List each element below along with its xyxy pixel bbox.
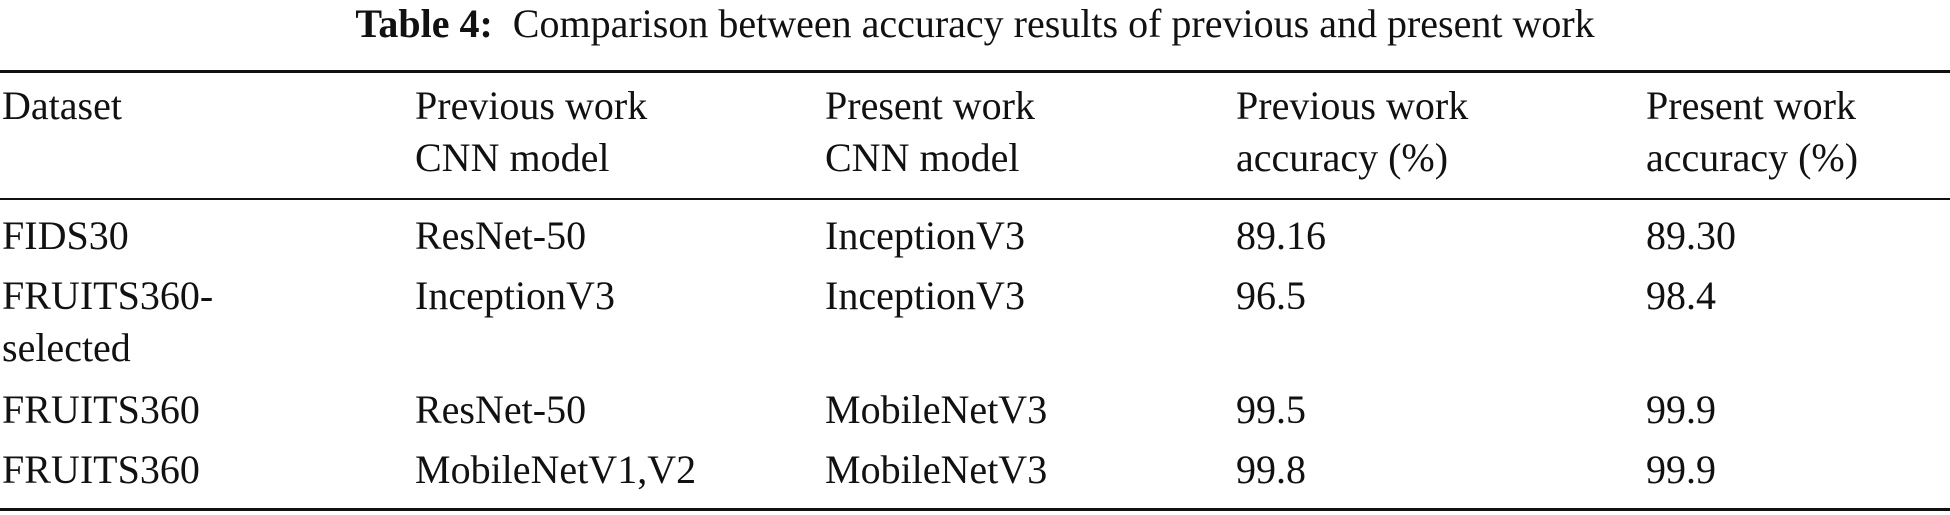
cell-present-accuracy: 89.30 bbox=[1646, 213, 1736, 258]
cell-previous-accuracy: 89.16 bbox=[1236, 213, 1326, 258]
cell-present-model: InceptionV3 bbox=[825, 213, 1025, 258]
cell-present-model: MobileNetV3 bbox=[825, 387, 1048, 432]
header-previous-model: Previous work CNN model bbox=[415, 83, 648, 180]
table-caption-label: Table 4: bbox=[355, 1, 493, 46]
header-present-model: Present work CNN model bbox=[825, 83, 1035, 180]
header-dataset: Dataset bbox=[2, 83, 122, 128]
cell-previous-accuracy: 96.5 bbox=[1236, 273, 1306, 318]
table-bottom-rule bbox=[0, 508, 1950, 511]
cell-previous-model: ResNet-50 bbox=[415, 387, 587, 432]
cell-present-accuracy: 98.4 bbox=[1646, 273, 1716, 318]
cell-previous-accuracy: 99.5 bbox=[1236, 387, 1306, 432]
cell-dataset: FRUITS360- selected bbox=[2, 273, 214, 370]
cell-present-model: MobileNetV3 bbox=[825, 447, 1048, 492]
cell-dataset: FRUITS360 bbox=[2, 387, 200, 432]
table-caption: Table 4: Comparison between accuracy res… bbox=[0, 2, 1950, 46]
cell-present-model: InceptionV3 bbox=[825, 273, 1025, 318]
table-header-rule bbox=[0, 198, 1950, 200]
table-top-rule bbox=[0, 70, 1950, 73]
cell-present-accuracy: 99.9 bbox=[1646, 447, 1716, 492]
cell-present-accuracy: 99.9 bbox=[1646, 387, 1716, 432]
cell-previous-model: MobileNetV1,V2 bbox=[415, 447, 697, 492]
table-caption-text: Comparison between accuracy results of p… bbox=[512, 1, 1595, 46]
header-present-accuracy: Present work accuracy (%) bbox=[1646, 83, 1859, 180]
cell-previous-accuracy: 99.8 bbox=[1236, 447, 1306, 492]
cell-previous-model: InceptionV3 bbox=[415, 273, 615, 318]
header-previous-accuracy: Previous work accuracy (%) bbox=[1236, 83, 1469, 180]
cell-dataset: FRUITS360 bbox=[2, 447, 200, 492]
cell-previous-model: ResNet-50 bbox=[415, 213, 587, 258]
cell-dataset: FIDS30 bbox=[2, 213, 129, 258]
